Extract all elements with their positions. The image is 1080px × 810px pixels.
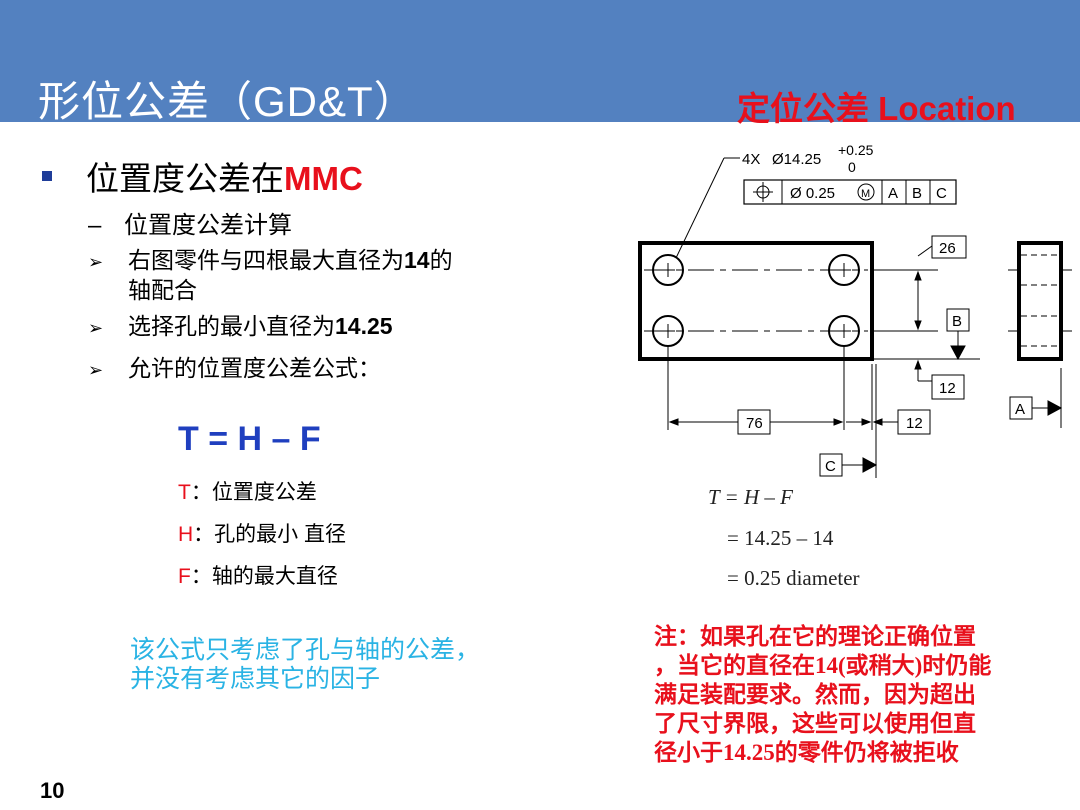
- dimension-26: [872, 235, 967, 332]
- position-symbol-icon: [753, 182, 773, 202]
- definition-key: H: [178, 523, 194, 546]
- datum-b-symbol: [872, 308, 980, 361]
- note-line: 满足装配要求。然而，因为超出: [654, 682, 976, 707]
- fcf-datum-b: B: [912, 185, 922, 202]
- list-item: ➢ 选择孔的最小直径为14.25: [88, 312, 393, 342]
- sub-heading-text: 位置度公差计算: [124, 212, 292, 239]
- arrow-bullet-icon: ➢: [88, 252, 104, 272]
- fcf-datum-c: C: [936, 185, 947, 202]
- mmc-modifier-icon: [857, 183, 875, 201]
- dimension-12-right: [914, 359, 965, 400]
- callout-dia: Ø14.25: [772, 151, 821, 168]
- note-line: 注：如果孔在它的理论正确位置: [654, 624, 976, 649]
- hole-icon: [652, 254, 684, 286]
- note-line: 了尺寸界限，这些可以使用但直: [654, 711, 976, 736]
- cyan-note: 该公式只考虑了孔与轴的公差， 并没有考虑其它的因子: [130, 636, 480, 694]
- side-view: [1008, 241, 1072, 361]
- square-bullet-icon: [42, 171, 52, 182]
- calc-line-1: T = H – F: [708, 485, 793, 509]
- note-line: 径小于14.25的零件仍将被拒收: [654, 740, 959, 765]
- slide-title: 形位公差（GD&T）: [38, 78, 417, 125]
- cyan-note-line: 并没有考虑其它的因子: [130, 665, 381, 693]
- dim-26-label: 26: [939, 240, 956, 257]
- main-bullet: 位置度公差在MMC: [42, 152, 363, 200]
- datum-b-label: B: [952, 313, 962, 330]
- feature-control-frame: Ø 0.25 M A B C: [743, 179, 957, 205]
- calc-line-3: = 0.25 diameter: [727, 566, 860, 590]
- red-note: 注：如果孔在它的理论正确位置 ，当它的直径在14(或稍大)时仍能 满足装配要求。…: [654, 622, 991, 767]
- definition-key: F: [178, 565, 191, 588]
- dim-12-right-label: 12: [939, 380, 956, 397]
- list-item-number: 14.25: [335, 313, 393, 339]
- slide-subtitle: 定位公差 Location: [737, 90, 1016, 127]
- arrow-bullet-icon: ➢: [88, 318, 104, 338]
- main-bullet-highlight: MMC: [284, 160, 363, 197]
- datum-c-symbol: [819, 364, 878, 478]
- definition-text: ：位置度公差: [190, 481, 317, 504]
- callout-qty: 4X: [742, 151, 760, 168]
- definition-f: F：轴的最大直径: [178, 560, 338, 590]
- page-number: 10: [40, 778, 65, 803]
- dimension-76: [667, 346, 845, 435]
- tol-plus: +0.25: [838, 142, 874, 158]
- tol-minus: 0: [848, 159, 856, 175]
- fcf-datum-a: A: [888, 185, 898, 202]
- datum-a-symbol: [1009, 368, 1063, 428]
- definition-h: H：孔的最小 直径: [178, 518, 346, 548]
- note-line: ，当它的直径在14(或稍大)时仍能: [654, 653, 992, 678]
- dim-12-bottom-label: 12: [906, 415, 923, 432]
- arrow-bullet-icon: ➢: [88, 360, 104, 380]
- part-outline: [638, 241, 874, 361]
- main-bullet-text: 位置度公差在: [86, 160, 284, 197]
- fcf-modifier: M: [861, 188, 870, 200]
- list-item-text: 轴配合: [128, 277, 197, 303]
- sub-heading: –位置度公差计算: [88, 205, 292, 240]
- cyan-note-line: 该公式只考虑了孔与轴的公差，: [130, 636, 481, 664]
- calc-line-2: = 14.25 – 14: [727, 526, 834, 550]
- fcf-tolerance: Ø 0.25: [790, 185, 835, 202]
- dash-icon: –: [88, 212, 102, 239]
- datum-a-label: A: [1015, 401, 1025, 418]
- dim-76-label: 76: [746, 415, 763, 432]
- gdt-drawing: 4X Ø14.25 +0.25 0 Ø 0.25 M A B C: [638, 142, 1072, 478]
- definition-text: ：轴的最大直径: [190, 565, 338, 588]
- definition-t: T：位置度公差: [178, 476, 317, 506]
- list-item: ➢ 右图零件与四根最大直径为14的 轴配合: [88, 246, 453, 304]
- list-item-text: 选择孔的最小直径为: [128, 313, 335, 339]
- definition-key: T: [178, 481, 191, 504]
- list-item-text: 的: [429, 247, 453, 273]
- definition-text: ：孔的最小 直径: [193, 523, 347, 546]
- list-item: ➢ 允许的位置度公差公式：: [88, 354, 381, 384]
- formula: T = H – F: [178, 420, 321, 458]
- list-item-text: 右图零件与四根最大直径为: [128, 247, 404, 273]
- datum-c-label: C: [825, 458, 836, 475]
- list-item-number: 14: [404, 247, 430, 273]
- hole-icon: [828, 254, 860, 286]
- dimension-12-bottom: [846, 364, 931, 435]
- list-item-text: 允许的位置度公差公式：: [128, 355, 381, 381]
- header-bar: [0, 0, 1080, 122]
